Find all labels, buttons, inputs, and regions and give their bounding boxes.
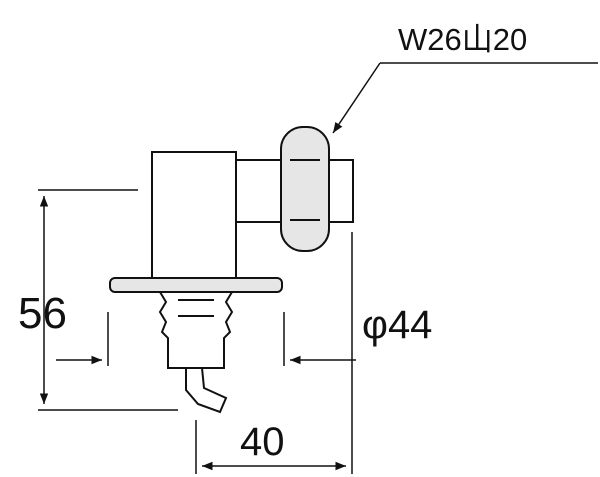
body-stem (235, 159, 285, 223)
height-dimension (38, 189, 178, 411)
width-dimension (195, 232, 353, 474)
flange-plate (109, 277, 283, 293)
width-value: 40 (240, 420, 285, 464)
diameter-value: φ44 (362, 303, 432, 347)
height-value: 56 (18, 289, 67, 338)
spout (185, 367, 228, 414)
diameter-dimension (56, 312, 356, 366)
faucet-body (109, 126, 354, 414)
body-column (151, 151, 237, 279)
thread-callout (332, 62, 598, 134)
union-nut (280, 126, 330, 252)
thread-label: W26山20 (398, 22, 527, 57)
shank (158, 291, 234, 369)
thread-end (328, 159, 354, 223)
